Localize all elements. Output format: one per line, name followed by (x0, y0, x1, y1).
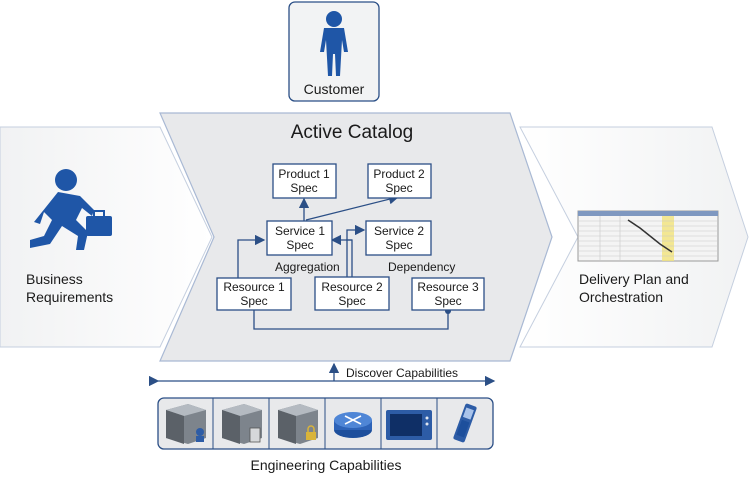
resource1-to-service1-arrow (237, 234, 266, 278)
spec-node-product-1: Product 1 Spec (272, 163, 337, 199)
svg-text:Spec: Spec (240, 294, 267, 308)
server-disk-icon (222, 404, 262, 444)
business-requirements-panel: Business Requirements (0, 126, 213, 348)
gantt-chart-icon (577, 210, 719, 262)
discover-capabilities-connector: Discover Capabilities (148, 362, 496, 387)
svg-text:Spec: Spec (385, 181, 412, 195)
spec-node-service-1: Service 1 Spec (266, 220, 333, 256)
dependency-label: Dependency (388, 260, 455, 274)
svg-text:Spec: Spec (290, 181, 317, 195)
svg-text:Service 2: Service 2 (374, 224, 424, 238)
business-requirements-line2: Requirements (26, 289, 113, 305)
server-lock-icon (278, 404, 318, 444)
business-requirements-line1: Business (26, 271, 83, 287)
svg-text:Product 1: Product 1 (278, 167, 330, 181)
svg-text:Service 1: Service 1 (275, 224, 325, 238)
svg-text:Resource 3: Resource 3 (417, 280, 479, 294)
monitor-icon (386, 410, 432, 440)
handheld-device-icon (453, 403, 477, 443)
spec-node-resource-3: Resource 3 Spec (411, 277, 485, 311)
customer-person-icon (320, 11, 348, 76)
svg-text:Product 2: Product 2 (373, 167, 425, 181)
active-catalog-title: Active Catalog (291, 122, 414, 143)
aggregation-label: Aggregation (275, 260, 340, 274)
customer-label: Customer (304, 81, 365, 97)
engineering-capabilities-strip (157, 397, 494, 450)
spec-node-resource-2: Resource 2 Spec (314, 276, 390, 311)
server-user-icon (166, 404, 206, 444)
svg-text:Spec: Spec (286, 238, 313, 252)
spec-node-service-2: Service 2 Spec (365, 220, 432, 256)
resource1-to-resource3-dependency (253, 310, 449, 330)
connectors (237, 194, 451, 330)
router-icon (334, 412, 372, 438)
svg-text:Resource 1: Resource 1 (223, 280, 285, 294)
active-catalog-panel: Active Catalog (159, 112, 553, 362)
discover-capabilities-label: Discover Capabilities (346, 366, 458, 380)
service1-to-product2-arrow (305, 194, 400, 221)
delivery-plan-line1: Delivery Plan and (579, 271, 689, 287)
svg-text:Spec: Spec (338, 294, 365, 308)
svg-text:Spec: Spec (385, 238, 412, 252)
engineering-capabilities-label: Engineering Capabilities (251, 457, 402, 473)
resource2-to-service2-arrow (346, 224, 366, 277)
svg-text:Resource 2: Resource 2 (321, 280, 383, 294)
spec-node-product-2: Product 2 Spec (367, 163, 432, 199)
customer-box: Customer (288, 1, 380, 102)
running-businessman-icon (30, 169, 112, 250)
delivery-plan-line2: Orchestration (579, 289, 663, 305)
delivery-plan-panel: Delivery Plan and Orchestration (519, 126, 749, 348)
svg-text:Spec: Spec (434, 294, 461, 308)
spec-node-resource-1: Resource 1 Spec (216, 277, 292, 311)
